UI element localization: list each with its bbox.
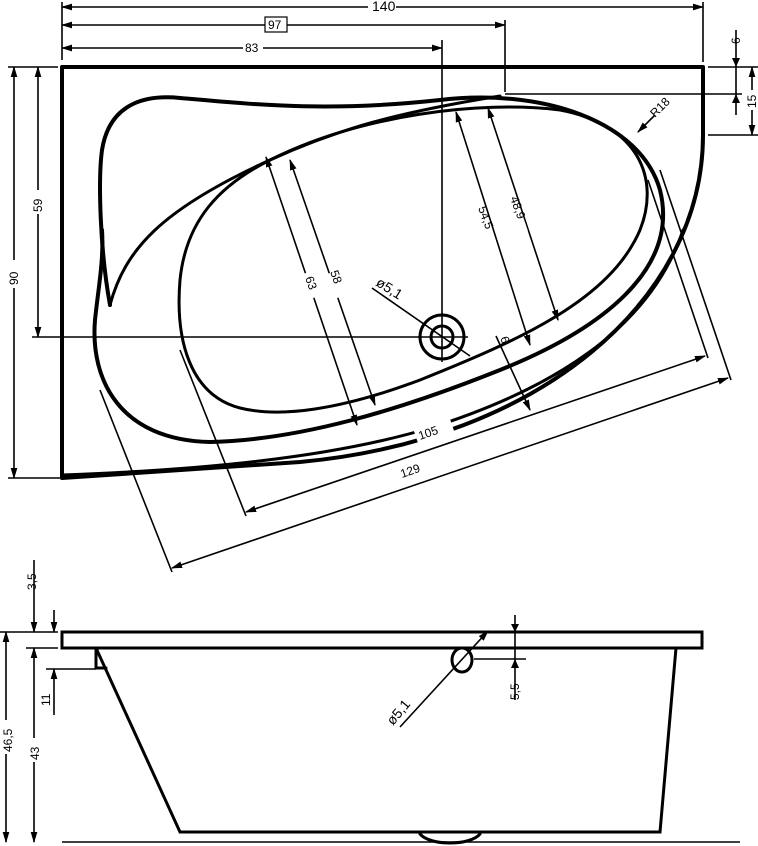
- overflow-icon: [450, 646, 474, 674]
- dim-drain-offset-y: 59: [31, 198, 45, 212]
- dim-step-height: 11: [39, 693, 53, 706]
- side-body: [94, 646, 678, 834]
- dim-basin-length-outer: 129: [398, 461, 422, 481]
- dim-top-right: 15: [745, 94, 758, 108]
- dim-corner-radius: R18: [647, 94, 673, 120]
- basin-inner-oval: [177, 105, 649, 414]
- dim-overflow-offset: 5,5: [508, 683, 522, 700]
- dim-overflow-diameter: ø5,1: [383, 696, 413, 728]
- dim-drain-offset-x: 83: [245, 41, 259, 55]
- dim-rim-width: 6: [497, 334, 513, 345]
- side-view: ø5,1 5,5 3,5 43 11 46,5: [0, 560, 740, 845]
- basin-bottom-rim: [60, 228, 685, 477]
- dim-overall-depth: 90: [7, 271, 21, 285]
- dim-basin-depth-inner: 58: [327, 268, 345, 286]
- basin-outer-rim: [92, 95, 666, 444]
- dim-top-right-small: 6: [729, 37, 743, 44]
- plan-view: 140 97 83 90 59 6 15 R18 ø5,1: [6, 0, 758, 573]
- side-rim: [60, 630, 704, 650]
- dim-body-height: 43: [28, 746, 42, 760]
- dim-overall-width: 140: [372, 0, 396, 14]
- dim-rim-thickness: 3,5: [25, 573, 39, 590]
- dim-boxed-width: 97: [268, 18, 282, 32]
- dim-total-height: 46,5: [1, 728, 15, 752]
- dim-drain-diameter: ø5,1: [373, 274, 405, 303]
- backrest-curve: [98, 95, 442, 307]
